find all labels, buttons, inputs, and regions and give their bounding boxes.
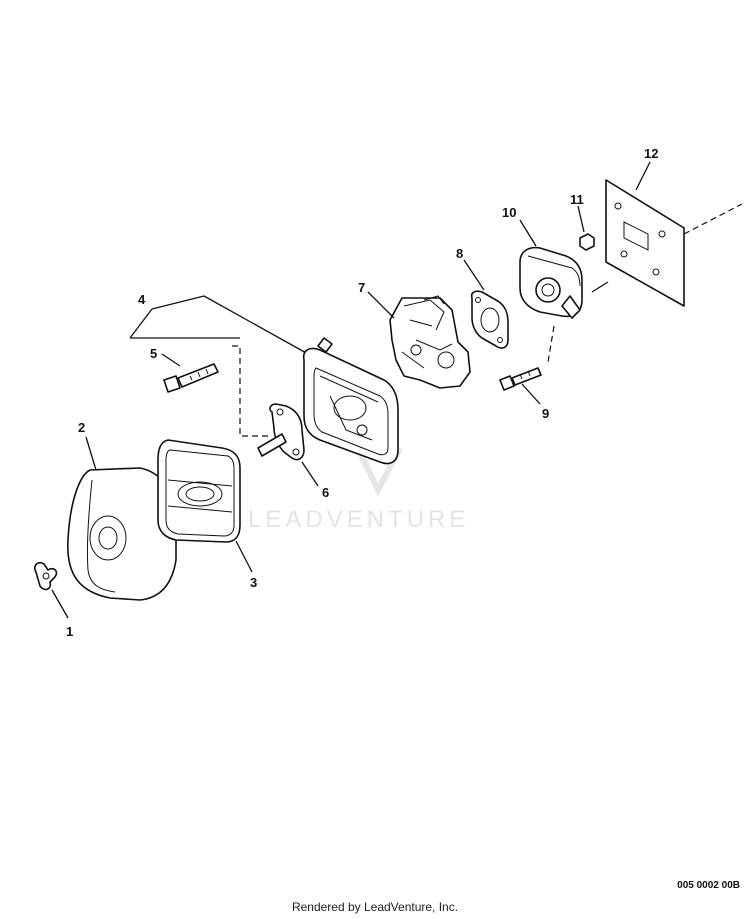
part-10-insulator[interactable] — [519, 246, 583, 319]
callout-8: 8 — [456, 246, 463, 261]
part-5-bolt[interactable] — [163, 363, 219, 393]
leader-4 — [129, 295, 309, 355]
watermark: LEADVENTURE — [248, 446, 469, 533]
leader-12 — [635, 161, 651, 191]
leader-6 — [301, 461, 319, 487]
leader-10 — [519, 219, 537, 247]
callout-6: 6 — [322, 485, 329, 500]
part-8-gasket[interactable] — [470, 290, 509, 349]
watermark-text: LEADVENTURE — [248, 506, 469, 533]
centerline-9 — [547, 325, 555, 363]
dashed-guide-5-6 — [232, 345, 270, 437]
leader-9 — [521, 383, 541, 405]
callout-9: 9 — [542, 406, 549, 421]
callout-7: 7 — [358, 280, 365, 295]
leader-2 — [85, 436, 97, 471]
callout-3: 3 — [250, 575, 257, 590]
part-1-wing-nut[interactable] — [33, 561, 58, 591]
callout-5: 5 — [150, 346, 157, 361]
part-9-bolt[interactable] — [499, 367, 542, 391]
callout-12: 12 — [644, 146, 658, 161]
part-11-nut[interactable] — [579, 233, 595, 251]
callout-4: 4 — [138, 292, 146, 307]
leader-8 — [463, 259, 485, 291]
leader-3 — [235, 540, 253, 573]
leader-11 — [577, 205, 585, 233]
callout-10: 10 — [502, 205, 516, 220]
part-12-gasket-plate[interactable] — [605, 179, 685, 307]
drawing-code: 005 0002 00B — [677, 880, 740, 891]
part-3-air-filter-element[interactable] — [157, 439, 241, 543]
mount-line — [591, 281, 609, 293]
part-4-air-cleaner-base[interactable] — [302, 337, 399, 465]
footer-credit: Rendered by LeadVenture, Inc. — [291, 900, 459, 914]
leader-1 — [51, 589, 69, 619]
part-6-spacer[interactable] — [257, 403, 305, 461]
leader-5 — [161, 353, 181, 367]
part-7-carburetor[interactable] — [389, 295, 471, 389]
callout-1: 1 — [66, 624, 73, 639]
callout-11: 11 — [570, 192, 584, 207]
leader-7 — [367, 291, 395, 319]
centerline-right — [683, 203, 743, 235]
callout-2: 2 — [78, 420, 85, 435]
